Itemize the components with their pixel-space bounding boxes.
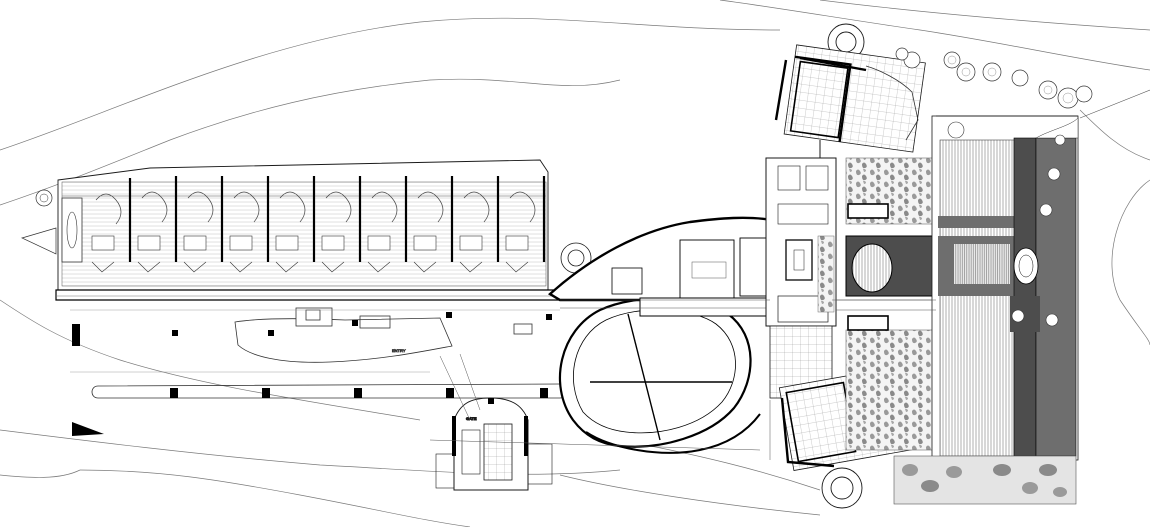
entry-note: ENTRY	[392, 348, 406, 353]
vegetation-west	[817, 235, 835, 313]
tree-row-detail	[947, 55, 1074, 104]
tree-row	[895, 47, 1093, 109]
gate-note: GATE	[466, 416, 477, 421]
north-terrace-edge	[865, 65, 919, 141]
guest-wing	[21, 159, 561, 301]
round-pavilion	[558, 297, 761, 454]
guest-room-baths	[91, 261, 529, 273]
walkways	[429, 299, 936, 460]
pool-terrace-trees	[947, 121, 1066, 327]
entry-zone: ENTRY	[70, 307, 566, 399]
central-block	[547, 216, 781, 317]
guest-room-walls	[128, 176, 546, 262]
circular-stair-west	[560, 242, 592, 274]
guest-room-curves	[95, 191, 536, 225]
vegetation-south	[845, 329, 943, 451]
entry-pillars	[72, 312, 552, 436]
lawn-strip	[893, 455, 1077, 505]
guest-room-beds	[91, 235, 529, 251]
pool-terrace	[931, 115, 1079, 461]
east-boundary	[1079, 89, 1150, 119]
south-pavilion-wall	[780, 397, 835, 468]
gate-walls	[452, 398, 528, 456]
central-court	[832, 203, 939, 331]
north-pavilion-wall	[774, 56, 867, 121]
circular-stair-south	[821, 467, 863, 509]
